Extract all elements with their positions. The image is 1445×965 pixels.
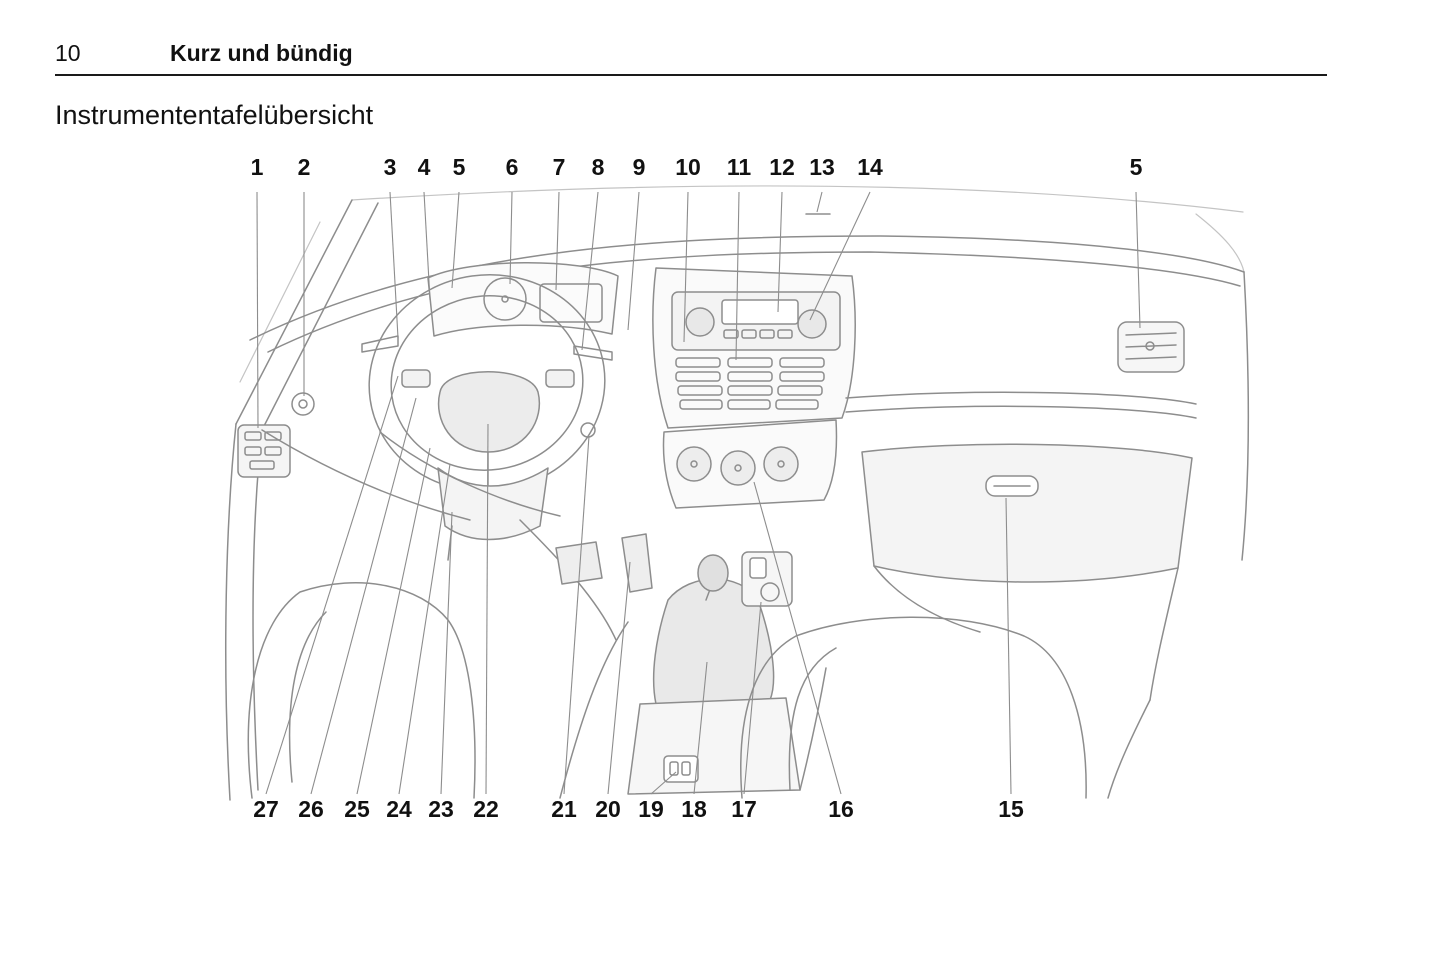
dashboard-lines (225, 199, 1250, 801)
callout-number: 11 (726, 154, 752, 180)
callout-number: 7 (552, 154, 566, 180)
chapter-title: Kurz und bündig (170, 40, 353, 66)
callout-number: 6 (505, 154, 519, 180)
callout-number: 20 (595, 796, 621, 822)
callout-number: 26 (298, 796, 324, 822)
callout-number: 1 (250, 154, 264, 180)
callout-number: 5 (452, 154, 466, 180)
callout-number: 22 (473, 796, 499, 822)
callout-leader-lines (256, 191, 1141, 795)
callout-number: 17 (731, 796, 757, 822)
callout-number: 15 (998, 796, 1024, 822)
header-rule (55, 74, 1327, 76)
callout-number: 5 (1129, 154, 1143, 180)
callout-number: 10 (675, 154, 701, 180)
callout-number: 9 (632, 154, 646, 180)
callout-number: 16 (828, 796, 854, 822)
callout-number: 4 (417, 154, 431, 180)
callout-number: 18 (681, 796, 707, 822)
page-number: 10 (55, 40, 81, 66)
section-title: Instrumententafelübersicht (55, 100, 374, 130)
callout-number: 25 (344, 796, 370, 822)
callout-number: 23 (428, 796, 454, 822)
callout-number: 3 (383, 154, 397, 180)
callout-number: 24 (386, 796, 412, 822)
callout-number: 21 (551, 796, 577, 822)
callout-number: 8 (591, 154, 605, 180)
callout-number: 2 (297, 154, 311, 180)
callout-number: 27 (253, 796, 279, 822)
callout-number: 13 (809, 154, 835, 180)
callout-number: 19 (638, 796, 664, 822)
callout-number: 14 (857, 154, 883, 180)
callout-number: 12 (769, 154, 795, 180)
